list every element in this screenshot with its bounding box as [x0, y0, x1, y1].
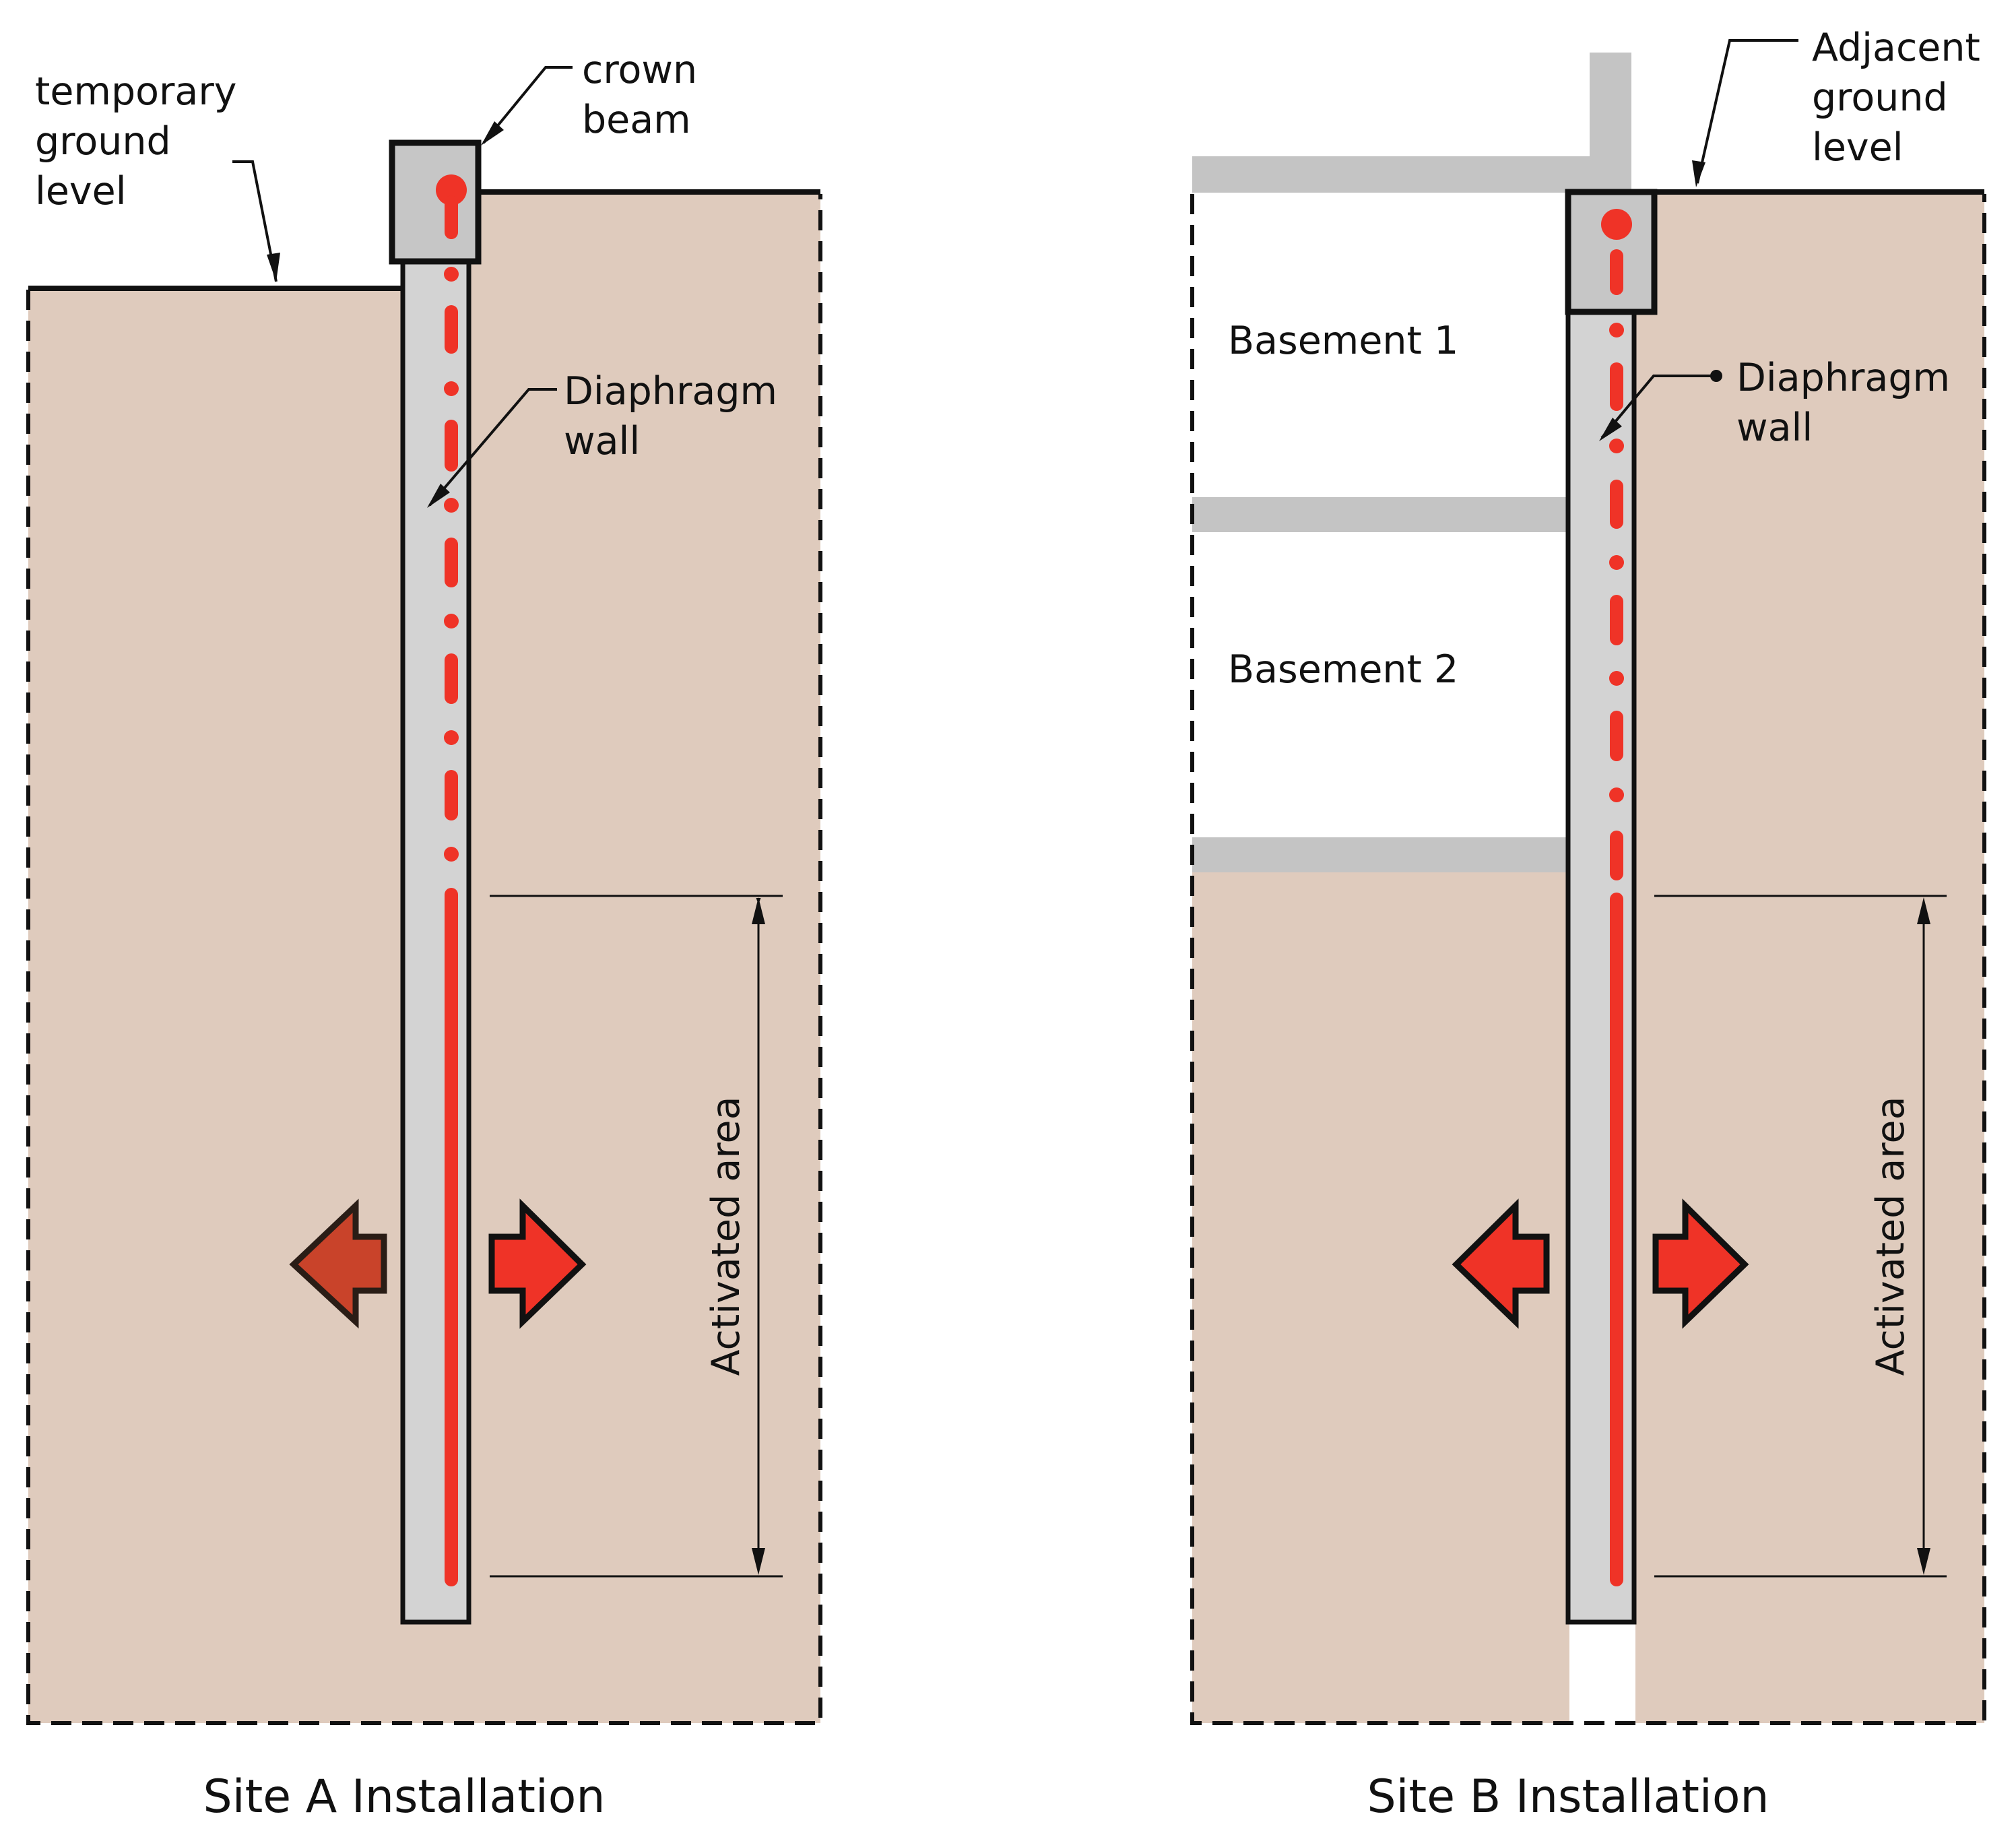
site-b-diaphragm-wall	[1565, 304, 1637, 1625]
site-a-panel: Activated area temporary ground level cr…	[26, 48, 822, 1824]
site-b-ground-slab	[1192, 156, 1631, 193]
site-b-activated-area-dimension	[1654, 895, 1947, 1578]
site-b-basement-1-label: Basement 1	[1228, 319, 1458, 363]
site-b-panel: Activated area Adjacent ground level Dia…	[1190, 26, 1992, 1824]
site-a-soil-right	[407, 192, 820, 1723]
site-b-basement-1-slab	[1192, 497, 1569, 532]
site-a-activated-area-dimension	[490, 895, 783, 1578]
site-a-left-arrow	[289, 1198, 387, 1329]
site-b-basement-2-label: Basement 2	[1228, 647, 1458, 692]
site-a-crown-beam	[389, 139, 482, 265]
site-a-diaphragm-wall-label: Diaphragm wall	[564, 369, 789, 463]
site-b-leaders	[1599, 39, 1798, 441]
site-a-leaders	[232, 66, 573, 508]
site-b-activated-area-label: Activated area	[1868, 1096, 1913, 1376]
site-a-right-arrow	[488, 1198, 587, 1329]
site-a-caption: Site A Installation	[203, 1770, 606, 1824]
site-b-adjacent-ground-level-label: Adjacent ground level	[1812, 26, 1992, 170]
site-b-fibre-cable	[1601, 209, 1632, 1586]
site-b-caption: Site B Installation	[1367, 1770, 1769, 1824]
site-b-dashed-boundary	[1190, 194, 1986, 1725]
site-b-basement-2-slab	[1192, 837, 1569, 872]
site-a-activated-area-label: Activated area	[704, 1096, 748, 1376]
site-a-dashed-boundary	[26, 194, 822, 1725]
site-a-temporary-ground-level-label: temporary ground level	[35, 69, 249, 214]
site-b-left-arrow	[1452, 1198, 1550, 1329]
site-a-diaphragm-wall	[400, 253, 472, 1625]
site-a-crown-beam-label: crown beam	[582, 48, 709, 142]
site-b-soil-right	[1635, 192, 1984, 1723]
site-a-soil-left	[28, 288, 407, 1723]
site-a-fibre-cable	[436, 174, 467, 1586]
site-b-right-arrow	[1652, 1198, 1749, 1329]
site-b-diaphragm-wall-label: Diaphragm wall	[1736, 356, 1962, 450]
